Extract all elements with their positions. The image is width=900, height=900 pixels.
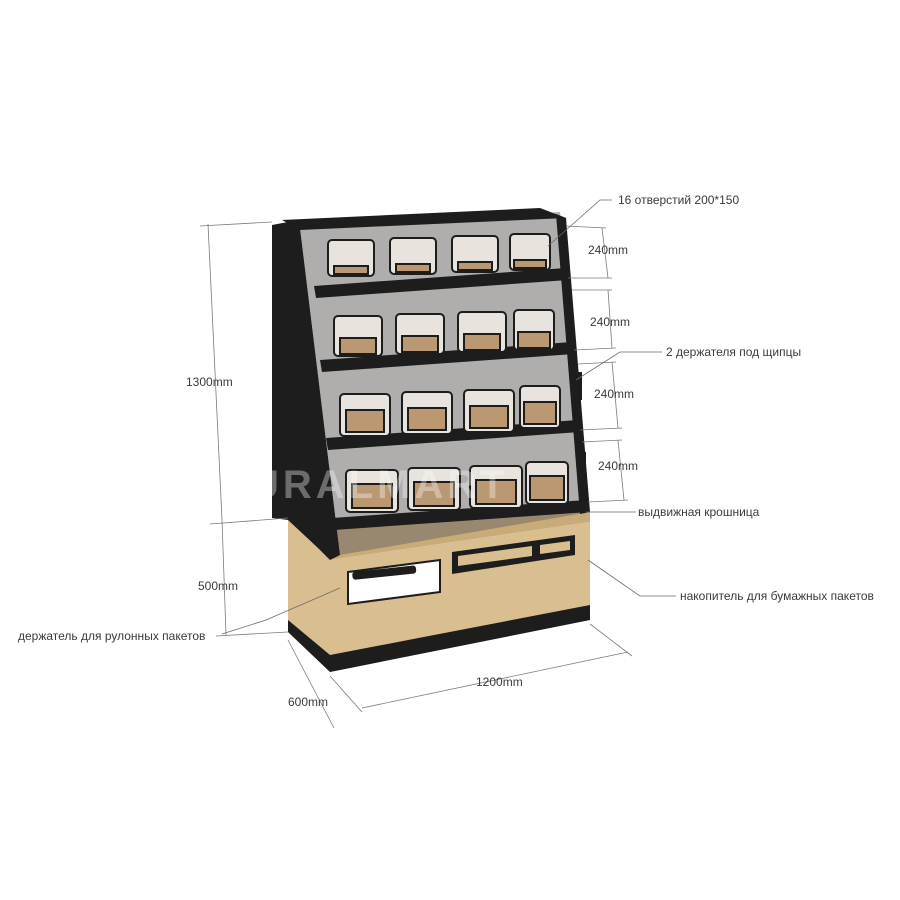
label-total-height: 1300mm xyxy=(186,375,233,389)
dim-ext xyxy=(589,623,633,657)
shelf-bar-1 xyxy=(314,268,568,298)
dim-ext xyxy=(573,347,617,351)
bin-row-3 xyxy=(339,385,561,437)
dim-ext xyxy=(329,675,363,713)
dim-ext xyxy=(209,517,289,525)
bin-tray xyxy=(345,409,385,433)
bin-tray xyxy=(413,481,455,507)
tong-holder xyxy=(576,372,582,400)
leader-paper-bags xyxy=(587,559,676,597)
label-tong-holders: 2 держателя под щипцы xyxy=(666,345,801,359)
dim-ext xyxy=(577,361,617,365)
shelf-bar-4 xyxy=(332,500,588,530)
showcase-right-post xyxy=(556,214,590,514)
label-width: 1200mm xyxy=(476,675,523,689)
shelf-bar-2 xyxy=(320,342,574,372)
leader-lines xyxy=(221,199,676,635)
paper-bag-slot-inner-2 xyxy=(540,541,570,554)
roll-bag-holder-bar xyxy=(352,565,417,580)
bin-tray xyxy=(523,401,557,425)
dim-line-base-height xyxy=(221,519,227,636)
label-shelf-pitch-3: 240mm xyxy=(594,387,634,401)
label-crumb-tray: выдвижная крошница xyxy=(638,505,760,519)
bin-row-4 xyxy=(345,461,569,513)
labels: 16 отверстий 200*150 240mm 240mm 2 держа… xyxy=(18,193,874,709)
leader-tong-holders xyxy=(575,351,662,381)
dim-ext xyxy=(587,499,629,503)
bin-tray xyxy=(339,337,377,355)
watermark: URALMART xyxy=(250,463,509,507)
bin-tray xyxy=(469,405,509,429)
label-roll-bag-holder: держатель для рулонных пакетов xyxy=(18,629,205,643)
label-shelf-pitch-2: 240mm xyxy=(590,315,630,329)
tong-holder xyxy=(580,452,586,476)
leader-openings xyxy=(547,199,612,247)
bin-tray xyxy=(401,335,439,353)
bin-tray xyxy=(333,265,369,275)
showcase xyxy=(272,208,590,560)
label-paper-bag-storage: накопитель для бумажных пакетов xyxy=(680,589,874,603)
bin-row-2 xyxy=(333,309,555,357)
dim-line-shelf-4 xyxy=(617,439,625,501)
bin-tray xyxy=(517,331,551,349)
bin-tray xyxy=(395,263,431,273)
bin-tray xyxy=(513,259,547,269)
leader-roll-holder xyxy=(221,587,341,635)
label-shelf-pitch-1: 240mm xyxy=(588,243,628,257)
bin-tray xyxy=(351,483,393,509)
bin-tray xyxy=(463,333,501,351)
label-shelf-pitch-4: 240mm xyxy=(598,459,638,473)
showcase-back-post xyxy=(272,222,288,520)
label-depth: 600mm xyxy=(288,695,328,709)
dim-ext xyxy=(565,225,607,229)
label-openings: 16 отверстий 200*150 xyxy=(618,193,739,207)
shelf-bar-3 xyxy=(326,420,580,450)
bin-tray xyxy=(407,407,447,431)
label-base-height: 500mm xyxy=(198,579,238,593)
bin-row-1 xyxy=(327,233,551,277)
bin-tray xyxy=(529,475,565,501)
dim-line-width xyxy=(361,651,629,709)
bin-tray xyxy=(475,479,517,505)
dim-line-shelf-2 xyxy=(607,289,613,349)
paper-bag-slot-inner xyxy=(458,546,532,566)
dim-line-shelf-1 xyxy=(601,227,609,279)
dim-ext xyxy=(199,221,273,227)
showcase-side-post xyxy=(288,222,340,560)
dim-line-total-height xyxy=(207,223,223,521)
bin-tray xyxy=(457,261,493,271)
dim-line-shelf-3 xyxy=(611,361,619,429)
dim-ext xyxy=(215,631,289,637)
cabinet-plinth-side xyxy=(288,620,330,672)
dimension-lines xyxy=(199,221,633,729)
dim-line-depth xyxy=(287,639,335,729)
cabinet-plinth-front xyxy=(330,605,590,672)
dim-ext xyxy=(579,427,623,431)
dim-ext xyxy=(581,439,623,443)
showcase-top-frame xyxy=(282,208,566,230)
